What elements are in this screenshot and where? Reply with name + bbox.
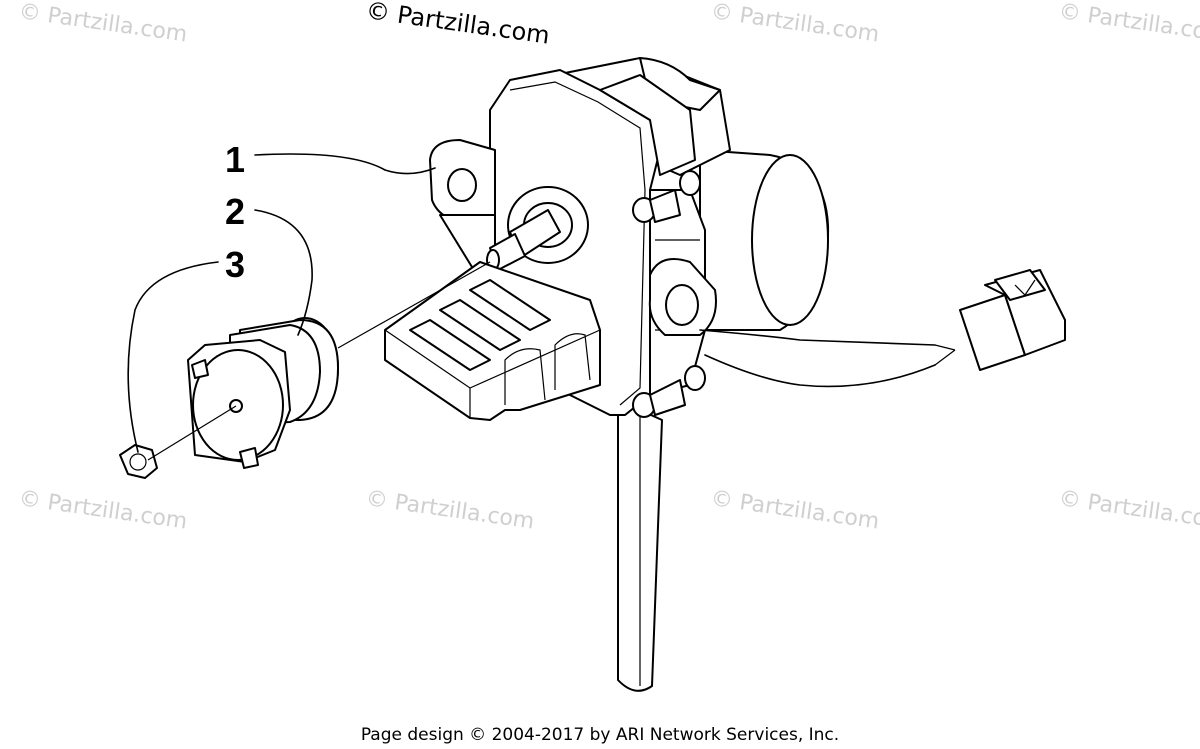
callout-1: 1 xyxy=(225,139,245,180)
watermark: © Partzilla.com xyxy=(17,0,189,48)
wire-harness xyxy=(699,329,936,346)
watermark-main: © Partzilla.com xyxy=(364,0,551,50)
wire-connector xyxy=(959,269,1066,371)
watermark: © Partzilla.com xyxy=(364,486,536,534)
knob-assembly xyxy=(187,317,339,469)
hex-nut xyxy=(119,444,158,479)
callout-3: 3 xyxy=(225,244,245,285)
watermark: © Partzilla.com xyxy=(709,0,881,48)
footer-copyright: Page design © 2004-2017 by ARI Network S… xyxy=(361,725,839,745)
watermark: © Partzilla.com xyxy=(709,486,881,534)
motor-end-cap xyxy=(751,154,829,326)
watermark: © Partzilla.com xyxy=(17,486,189,534)
screw-group xyxy=(632,170,706,418)
mounting-hole xyxy=(447,168,477,202)
leader-lines xyxy=(127,153,491,461)
watermark: © Partzilla.com xyxy=(1057,0,1200,48)
actuator-assembly xyxy=(384,57,1066,692)
watermark: © Partzilla.com xyxy=(1057,486,1200,534)
callout-2: 2 xyxy=(225,191,245,232)
